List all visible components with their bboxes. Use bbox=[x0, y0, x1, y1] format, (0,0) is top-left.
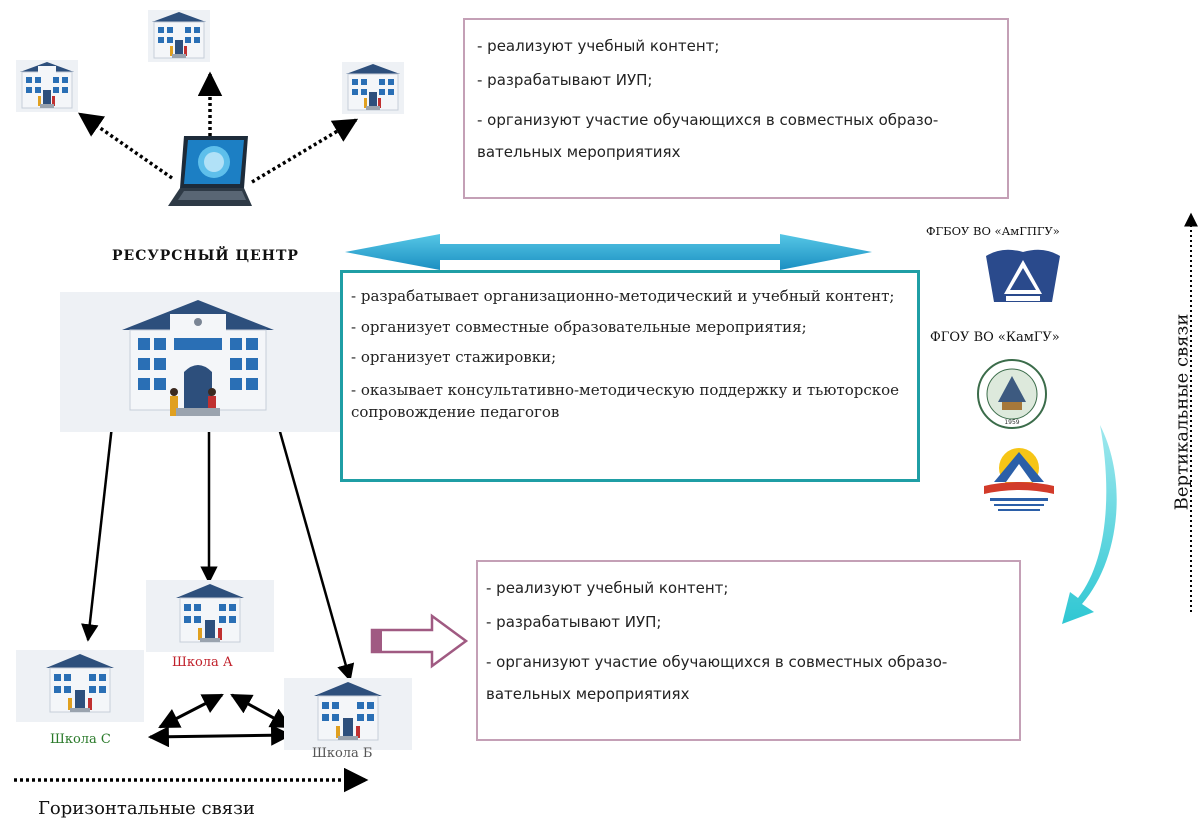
school-building-icon bbox=[16, 60, 78, 112]
dotted-arrow-left bbox=[77, 112, 173, 180]
school-b-building-icon bbox=[284, 678, 412, 750]
vertical-links-label: Вертикальные связи bbox=[1171, 313, 1193, 511]
link-c-b bbox=[147, 724, 293, 748]
kamgu-logo: 1959 bbox=[977, 359, 1047, 429]
resource-center-title: РЕСУРСНЫЙ ЦЕНТР bbox=[112, 248, 299, 264]
university-label-amgpgu: ФГБОУ ВО «АмГПГУ» bbox=[926, 224, 1060, 238]
box-item: - организует совместные образовательные … bbox=[351, 318, 807, 336]
resource-center-building-icon bbox=[60, 292, 362, 432]
pink-arrow bbox=[370, 613, 469, 669]
box-item: - разрабатывают ИУП; bbox=[477, 71, 653, 89]
dotted-arrow-right bbox=[251, 118, 359, 184]
school-a-label: Школа А bbox=[172, 655, 233, 670]
box-item: - оказывает консультативно-методическую … bbox=[351, 381, 900, 421]
box-item: - разрабатывает организационно-методичес… bbox=[351, 287, 895, 305]
resource-center-functions-box: - разрабатывает организационно-методичес… bbox=[340, 270, 920, 482]
box-item: - организует стажировки; bbox=[351, 348, 557, 366]
schools-functions-box-top: - реализуют учебный контент; - разрабаты… bbox=[463, 18, 1009, 199]
box-item: - реализуют учебный контент; bbox=[486, 579, 729, 597]
box-item: - разрабатывают ИУП; bbox=[486, 613, 662, 631]
box-item: - организуют участие обучающихся в совме… bbox=[477, 111, 939, 161]
school-b-label: Школа Б bbox=[312, 746, 373, 761]
amgpgu-logo bbox=[986, 249, 1060, 302]
curved-arrow bbox=[1062, 425, 1117, 624]
svg-text:1959: 1959 bbox=[1004, 419, 1019, 426]
double-arrow bbox=[345, 234, 872, 270]
school-a-building-icon bbox=[146, 580, 274, 652]
schools-functions-box-bottom: - реализуют учебный контент; - разрабаты… bbox=[476, 560, 1021, 741]
school-building-icon bbox=[342, 62, 404, 114]
horizontal-links-label: Горизонтальные связи bbox=[38, 798, 255, 819]
box-item: - организуют участие обучающихся в совме… bbox=[486, 653, 948, 703]
laptop-icon bbox=[168, 136, 252, 206]
school-c-label: Школа С bbox=[50, 732, 111, 747]
link-c-a bbox=[158, 693, 224, 729]
school-building-icon bbox=[148, 10, 210, 62]
university-label-kamgu: ФГОУ ВО «КамГУ» bbox=[930, 330, 1060, 345]
link-a-b bbox=[230, 693, 292, 729]
college-logo bbox=[984, 448, 1054, 511]
box-item: - реализуют учебный контент; bbox=[477, 37, 720, 55]
school-c-building-icon bbox=[16, 650, 144, 722]
